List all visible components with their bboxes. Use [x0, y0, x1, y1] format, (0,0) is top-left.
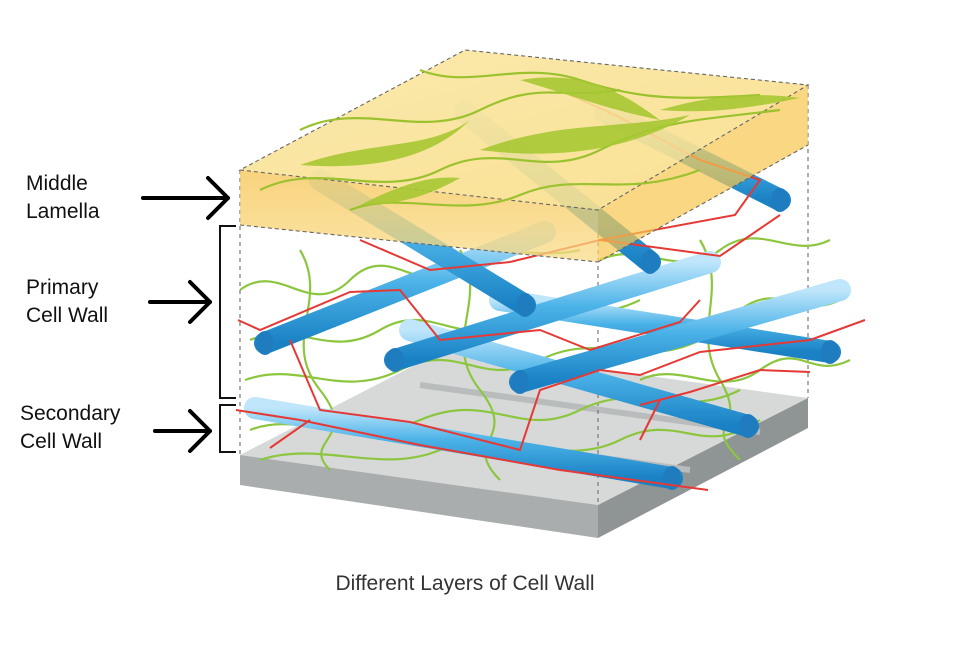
cellulose-tube: [384, 251, 721, 372]
label-line: Middle: [26, 172, 88, 195]
middle-lamella-label: Middle Lamella: [26, 170, 100, 226]
arrow-icon: [148, 280, 212, 324]
bracket-secondary-wall: [219, 404, 236, 453]
primary-cell-wall-label: Primary Cell Wall: [26, 274, 108, 330]
arrow-icon: [153, 409, 212, 453]
label-line: Primary: [26, 276, 99, 299]
arrow-icon: [141, 176, 230, 220]
secondary-cell-wall-label: Secondary Cell Wall: [20, 400, 120, 456]
label-line: Cell Wall: [20, 430, 103, 453]
cellulose-tube: [509, 279, 851, 394]
middle-lamella-slab: [238, 49, 810, 263]
label-line: Lamella: [26, 200, 100, 223]
bracket-primary-wall: [219, 225, 236, 399]
label-line: Cell Wall: [26, 304, 109, 327]
label-line: Secondary: [20, 402, 121, 425]
diagram-caption: Different Layers of Cell Wall: [335, 572, 595, 595]
